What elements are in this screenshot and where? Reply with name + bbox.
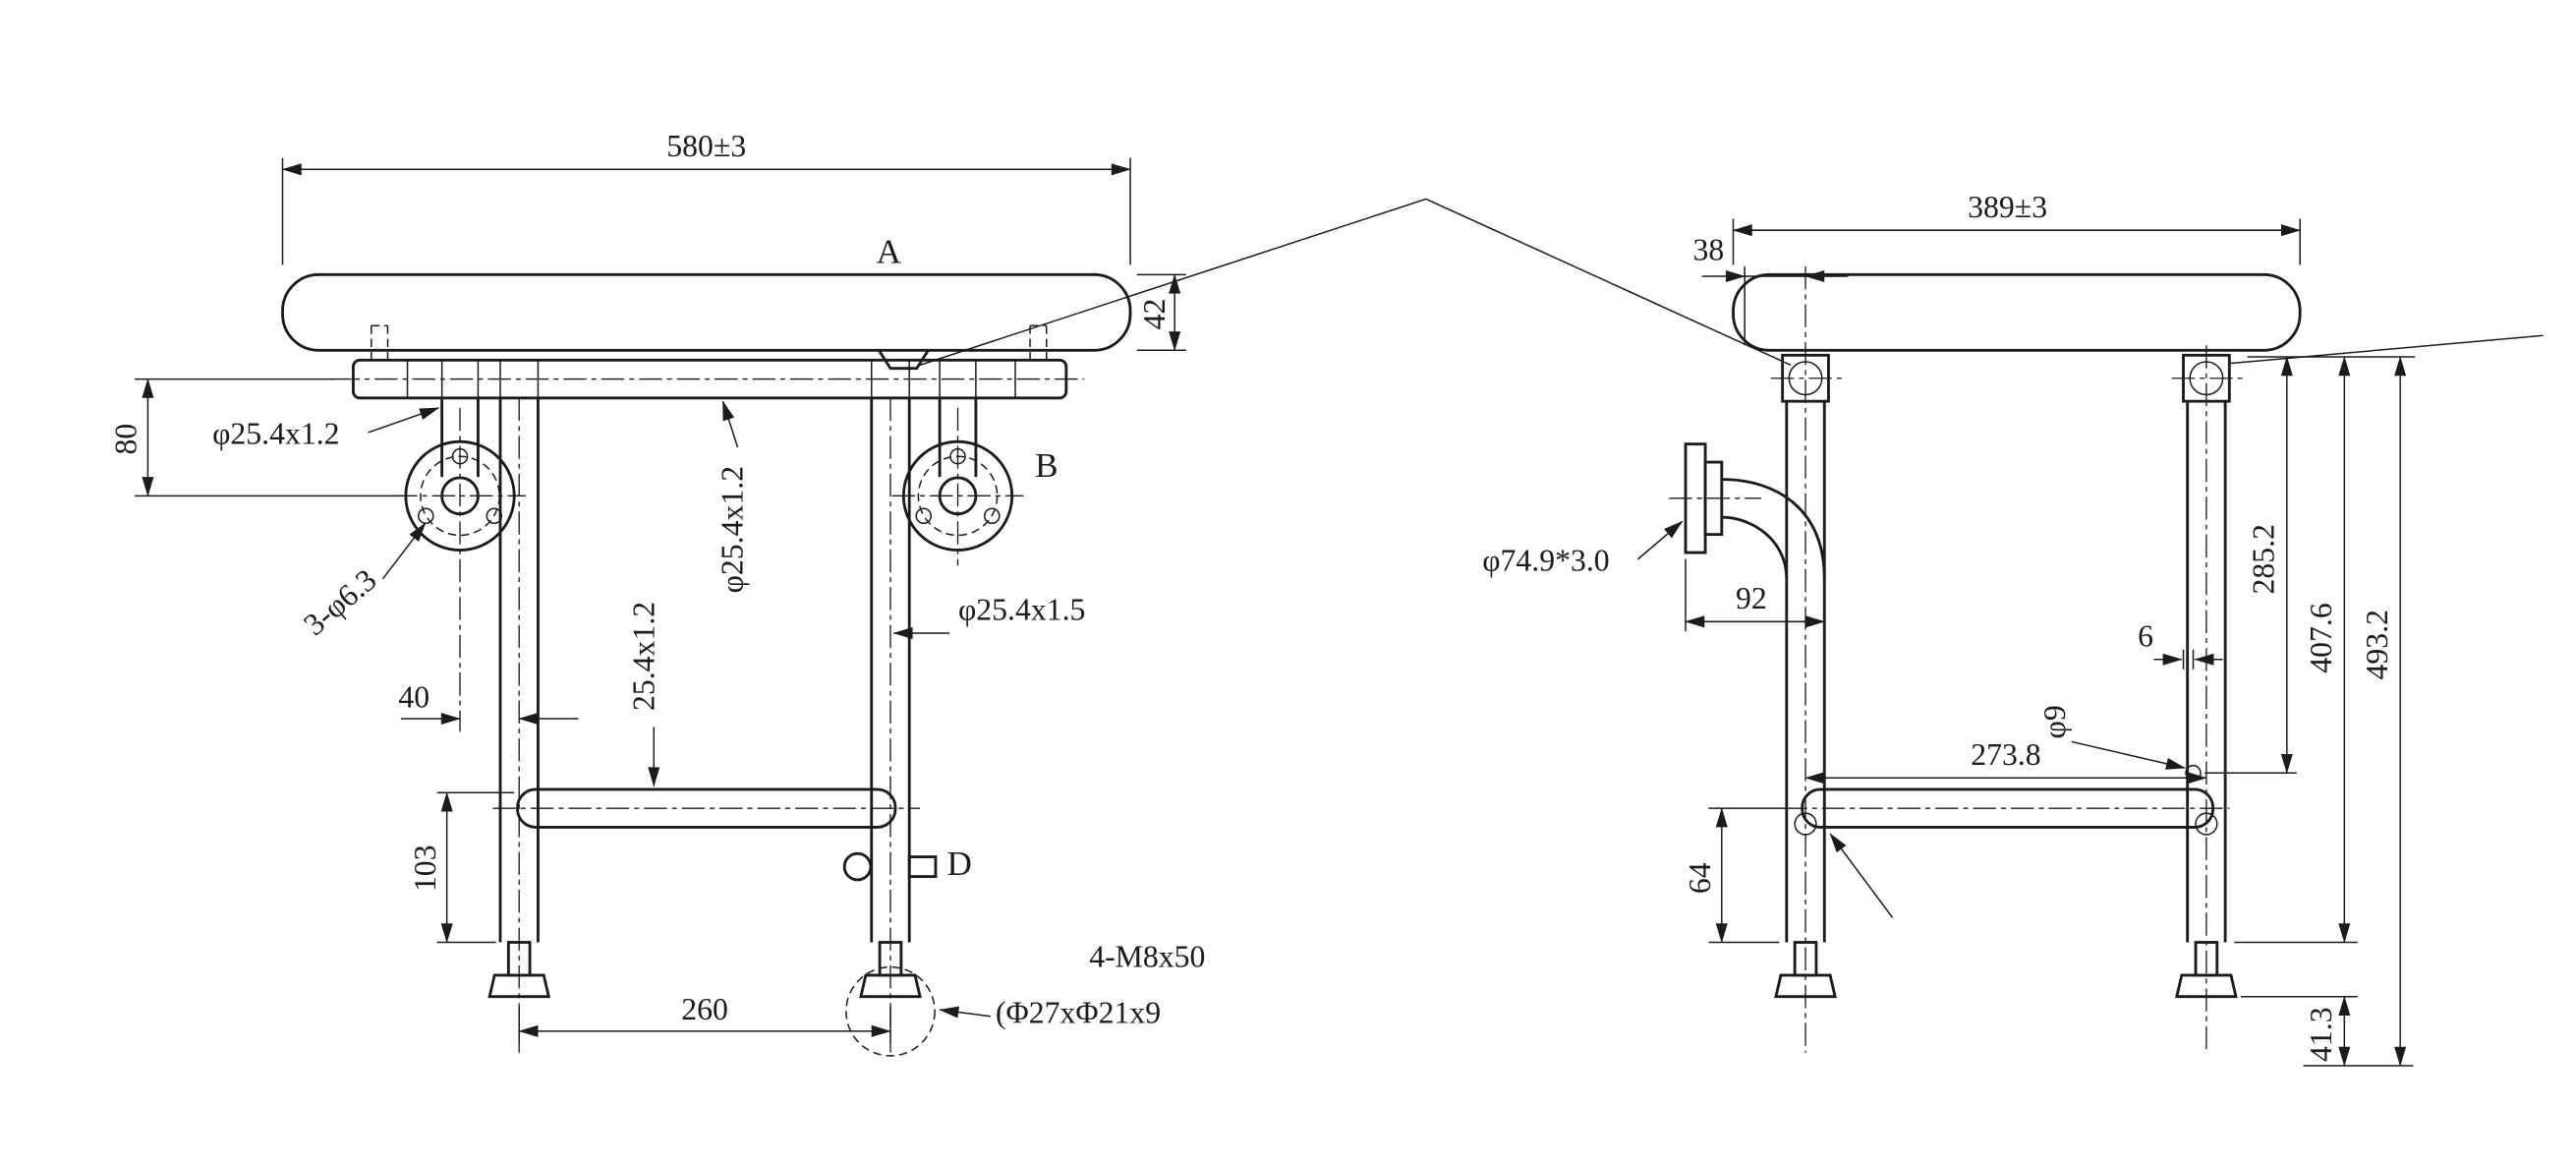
seat-side xyxy=(1732,272,2302,352)
weld-leader xyxy=(1829,833,1894,918)
right-leg xyxy=(870,397,911,943)
label-b: B xyxy=(1035,446,1058,485)
left-leg xyxy=(498,397,540,943)
spec-tube-left: φ25.4x1.2 xyxy=(212,407,440,451)
dim-80: 80 xyxy=(109,378,403,497)
dim-6-text: 6 xyxy=(2138,618,2153,653)
dim-407-6: 407.6 xyxy=(2234,356,2358,944)
dim-40-text: 40 xyxy=(398,679,429,714)
dim-6: 6 xyxy=(2138,618,2223,670)
side-centerlines xyxy=(1669,265,2245,1053)
dim-493-2-text: 493.2 xyxy=(2360,610,2394,680)
seat-bolt-left xyxy=(371,324,389,361)
dim-273-8: 273.8 xyxy=(1804,737,2207,785)
dim-40: 40 xyxy=(398,679,579,726)
dim-260-text: 260 xyxy=(681,992,728,1026)
spec-leg-text: φ25.4x1.5 xyxy=(958,593,1085,627)
note-bolt-text: 4-M8x50 xyxy=(1089,940,1205,974)
dim-overall-width-text: 580±3 xyxy=(666,129,746,163)
dim-103: 103 xyxy=(408,791,515,944)
dim-64: 64 xyxy=(1683,807,1785,944)
spec-rail-text: φ25.4x1.2 xyxy=(716,466,750,594)
dim-depth-text: 389±3 xyxy=(1968,190,2047,224)
dim-41-3-text: 41.3 xyxy=(2304,1007,2338,1062)
wall-flange-side xyxy=(1684,442,1826,579)
dim-92-text: 92 xyxy=(1736,581,1767,615)
front-leg-side xyxy=(1785,401,1826,943)
spec-holes: 3-φ6.3 xyxy=(297,522,427,642)
note-foot-detail: 4-M8x50 (Φ27xΦ21x9 xyxy=(939,940,1205,1029)
dim-depth: 389±3 xyxy=(1732,190,2302,265)
dim-80-text: 80 xyxy=(109,424,143,455)
dim-103-text: 103 xyxy=(408,845,442,892)
spec-leg: φ25.4x1.5 xyxy=(892,593,1085,640)
rear-leg-side xyxy=(2186,401,2227,943)
foot-detail-circle xyxy=(845,965,936,1057)
flange-tube-right xyxy=(938,397,978,478)
spec-rail: φ25.4x1.2 xyxy=(716,400,750,594)
spec-crossbar-text: 25.4x1.2 xyxy=(626,602,660,711)
note-foot-text: (Φ27xΦ21x9 xyxy=(996,995,1161,1029)
spec-flange-text: φ74.9*3.0 xyxy=(1482,543,1609,577)
dim-285-2-text: 285.2 xyxy=(2246,524,2280,595)
spec-flange: φ74.9*3.0 xyxy=(1482,520,1684,577)
dim-seat-thickness-text: 42 xyxy=(1137,299,1172,330)
dim-260: 260 xyxy=(518,992,891,1043)
flange-tube-left xyxy=(440,397,480,478)
side-view: 389±3 38 φ74.9*3.0 92 273.8 xyxy=(1482,190,2544,1067)
cross-bar-front xyxy=(516,787,897,829)
dim-64-text: 64 xyxy=(1683,862,1717,894)
dim-overall-width: 580±3 xyxy=(281,129,1131,265)
seat-front xyxy=(281,272,1132,352)
dim-273-8-text: 273.8 xyxy=(1971,737,2040,772)
label-d: D xyxy=(947,845,972,883)
projection-line xyxy=(919,198,1792,367)
dim-seat-thickness: 42 xyxy=(1136,273,1186,352)
spec-hole-text: φ9 xyxy=(2037,705,2072,738)
spec-hole: φ9 xyxy=(2037,705,2186,770)
dim-38: 38 xyxy=(1693,232,1849,346)
dim-41-3: 41.3 xyxy=(2241,995,2358,1067)
spec-holes-text: 3-φ6.3 xyxy=(297,562,382,642)
label-a: A xyxy=(877,233,902,271)
dim-285-2: 285.2 xyxy=(2204,356,2297,775)
spec-crossbar: 25.4x1.2 xyxy=(626,602,660,787)
dim-38-text: 38 xyxy=(1693,232,1725,266)
seat-bolt-right xyxy=(1029,324,1048,361)
adjust-knob xyxy=(842,851,938,882)
front-centerlines xyxy=(336,378,1085,1053)
front-view: 580±3 42 80 φ25.4x1.2 A B 3-φ6.3 xyxy=(109,129,1792,1057)
dim-407-6-text: 407.6 xyxy=(2304,603,2338,673)
spec-tube-left-text: φ25.4x1.2 xyxy=(212,417,339,451)
dim-493-2: 493.2 xyxy=(2303,356,2414,1067)
dim-92: 92 xyxy=(1685,558,1826,632)
seat-center-bracket xyxy=(878,349,930,371)
